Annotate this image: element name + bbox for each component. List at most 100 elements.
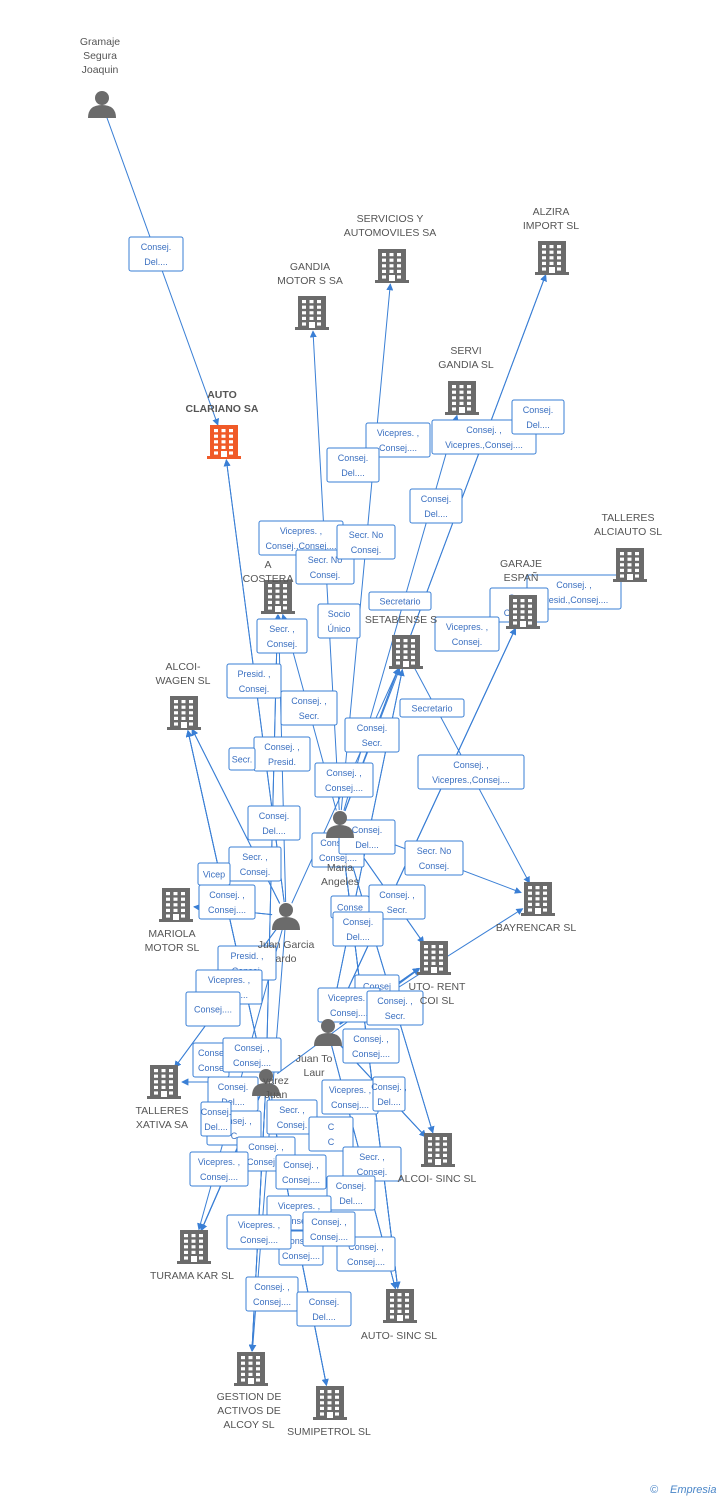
edge-label-line: Consej. bbox=[357, 723, 388, 733]
edge-label-box bbox=[404, 840, 464, 876]
edge-label-box bbox=[409, 488, 463, 524]
edge-label[interactable]: Consej.Del.... bbox=[200, 1101, 232, 1137]
node-label: MARIOLA bbox=[148, 928, 195, 940]
edge-label[interactable]: Secr. , Consej. bbox=[228, 846, 282, 882]
edge-label-line: Consej. , bbox=[283, 1236, 319, 1246]
edge-label[interactable]: Presid. ,Consej. bbox=[226, 663, 282, 699]
edge-label[interactable]: Vicepres. ,Consej.... bbox=[189, 1151, 249, 1187]
edge-label-line: Consej. , bbox=[311, 1217, 347, 1227]
edge-label[interactable]: Consej.Secr. bbox=[344, 717, 400, 753]
node-label: IMPORT SL bbox=[523, 220, 579, 232]
edge-label-line: Del.... bbox=[526, 420, 550, 430]
edge-label[interactable]: CC bbox=[308, 1116, 354, 1152]
node-setabense[interactable]: SETABENSE S bbox=[365, 614, 437, 669]
edge-label-line: Secr. , bbox=[242, 852, 268, 862]
edge-labels-layer: Consej.Del....Vicepres. ,Consej.,Consej.… bbox=[128, 236, 622, 1327]
edge-label-line: Consej.... bbox=[282, 1175, 320, 1185]
edge-label-box bbox=[399, 698, 465, 718]
edge-label-line: Del.... bbox=[144, 257, 168, 267]
edge-label[interactable]: Secretario bbox=[368, 591, 432, 611]
node-turama[interactable]: TURAMA KAR SL bbox=[150, 1230, 234, 1282]
edge-label[interactable]: Consej. ,Vicepres.,Consej.... bbox=[417, 754, 525, 790]
edge-label[interactable]: Consej. ,Consej.... bbox=[302, 1211, 356, 1247]
edge-label[interactable]: Consej.Del.... bbox=[409, 488, 463, 524]
edge-label-line: Consej. bbox=[240, 867, 271, 877]
edge-label-line: Consej. , bbox=[326, 768, 362, 778]
edge-label-line: Consej. bbox=[310, 570, 341, 580]
edge-label[interactable]: Consej. ,Consej.... bbox=[342, 1028, 400, 1064]
node-label: COSTERA bbox=[243, 573, 294, 585]
edge-label-line: Consej.... bbox=[331, 1100, 369, 1110]
edge-label[interactable]: Consej. ,Consej.... bbox=[314, 762, 374, 798]
edge-label[interactable]: Consej.Del.... bbox=[511, 399, 565, 435]
edge-label[interactable]: Secr. ,Consej. bbox=[256, 618, 308, 654]
edge-label[interactable]: Consej. ,Vicepres.,Consej.... bbox=[431, 419, 537, 455]
edge-label[interactable]: Secr. bbox=[228, 747, 256, 771]
node-label: Juan bbox=[265, 1089, 288, 1101]
edge-label[interactable]: Consej.... bbox=[185, 991, 241, 1027]
edge-label-line: Consej. bbox=[352, 825, 383, 835]
edge-label[interactable]: Consej. ,Consej.... bbox=[198, 884, 256, 920]
edge-label-line: Consej.... bbox=[194, 1005, 232, 1015]
edge-label-box bbox=[280, 690, 338, 726]
edge-label[interactable]: Vicep bbox=[197, 862, 231, 886]
edge-label[interactable]: Vicepres. ,Consej.... bbox=[365, 422, 431, 458]
edge-label[interactable]: Consej. ,Secr. bbox=[366, 990, 424, 1026]
edge-label-line: Vicepres. , bbox=[198, 1157, 240, 1167]
edge-label[interactable]: Consej. ,Consej.... bbox=[222, 1037, 282, 1073]
edge-label-line: Consej. bbox=[357, 1167, 388, 1177]
edge-label[interactable]: Vicepres. ,Consej.... bbox=[321, 1079, 379, 1115]
node-bayrencar[interactable]: BAYRENCAR SL bbox=[496, 882, 576, 934]
building-icon bbox=[521, 882, 555, 916]
edge-label[interactable]: Consej.Del.... bbox=[247, 805, 301, 841]
footer-brand[interactable]: © Empresia bbox=[650, 1484, 716, 1496]
edge-label[interactable]: Consej.Del.... bbox=[296, 1291, 352, 1327]
edge-label[interactable]: Consej.Del.... bbox=[128, 236, 184, 272]
node-alcoi_wagen[interactable]: ALCOI-WAGEN SL bbox=[155, 661, 211, 730]
edge-label[interactable]: Vicepres. ,Consej. bbox=[434, 616, 500, 652]
edge-label[interactable]: Consej. ,Presid.,Consej.... bbox=[526, 574, 622, 610]
node-sumipetrol[interactable]: SUMIPETROL SL bbox=[287, 1386, 371, 1438]
edge-label-line: Consej. bbox=[419, 861, 450, 871]
edge-label[interactable]: Consej. ,Del.... bbox=[371, 1076, 407, 1112]
edge-label[interactable]: Consej.Del.... bbox=[326, 447, 380, 483]
node-label: MOTOR S SA bbox=[277, 275, 343, 287]
edge-label[interactable]: Secretario bbox=[399, 698, 465, 718]
building-icon bbox=[383, 1289, 417, 1323]
edge-label[interactable]: Secr. ,Consej. bbox=[266, 1099, 318, 1135]
edge-label[interactable]: Vicepres. ,Consej.... bbox=[226, 1214, 292, 1250]
edge-label[interactable]: Consej.Del.... bbox=[332, 911, 384, 947]
edge-label[interactable]: Consej. ,Consej.... bbox=[275, 1154, 327, 1190]
edge-label[interactable]: Consej.Del.... bbox=[326, 1175, 376, 1211]
edge-label-line: Conse bbox=[198, 1048, 224, 1058]
edge-label[interactable]: Consej. ,Secr. bbox=[280, 690, 338, 726]
edge-label[interactable]: Consej. ,Consej.... bbox=[245, 1276, 299, 1312]
node-label: GANDIA SL bbox=[438, 359, 494, 371]
node-auto_sinc[interactable]: AUTO- SINC SL bbox=[361, 1289, 437, 1342]
node-alcoi_sinc[interactable]: ALCOI- SINC SL bbox=[398, 1133, 477, 1185]
edge-label-line: Vicepres. , bbox=[278, 1201, 320, 1211]
edge-label[interactable]: Consej. ,Presid. bbox=[253, 736, 311, 772]
edge-label-line: Consej bbox=[363, 982, 391, 992]
edge-label-box bbox=[302, 1211, 356, 1247]
